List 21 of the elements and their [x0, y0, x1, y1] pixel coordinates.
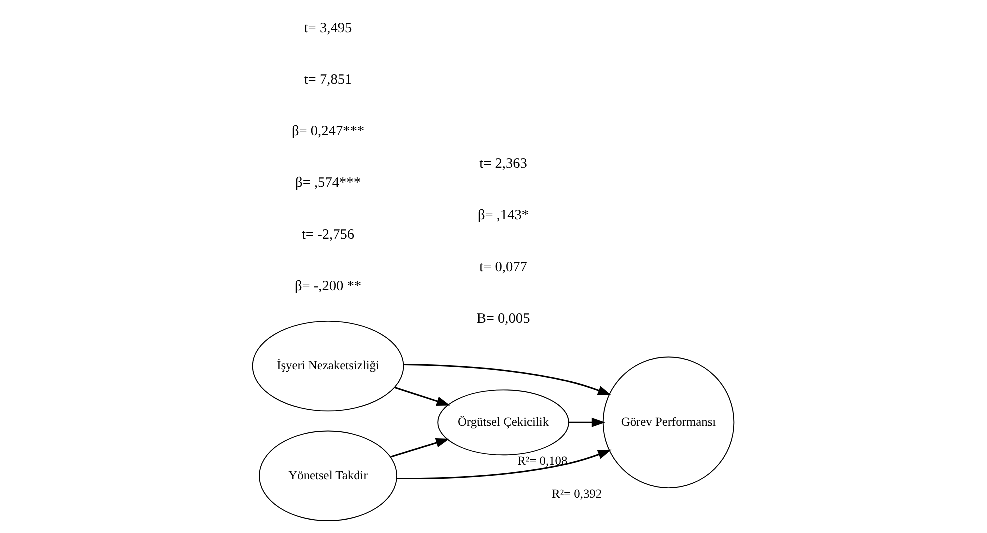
- label: t= 3,495: [304, 20, 352, 37]
- arrow: [404, 364, 612, 396]
- label: β= -,200 **: [294, 278, 362, 294]
- node-label: R²= 0,108: [518, 454, 568, 468]
- node-ellipse: Örgütsel Çekicilik: [438, 390, 570, 456]
- arrow: [396, 450, 612, 480]
- node-label: R²= 0,392: [552, 487, 602, 502]
- label: t= 2,363: [480, 156, 528, 172]
- arrow: [390, 438, 450, 458]
- arrow: [569, 418, 606, 428]
- label: t= 7,851: [304, 72, 352, 88]
- label: t= -2,756: [302, 226, 355, 243]
- node-ellipse: İşyeri Nezaketsizliği: [252, 320, 404, 412]
- node-circle: Görev Performansı: [602, 356, 735, 489]
- label: B= 0,005: [476, 310, 530, 327]
- label: t= 0,077: [480, 259, 528, 276]
- label: β= ,143*: [478, 208, 530, 224]
- node-ellipse: Yönetsel Takdir: [259, 430, 398, 522]
- arrow: [394, 386, 450, 406]
- label: β= ,574***: [296, 175, 361, 192]
- label: β= 0,247***: [292, 124, 365, 140]
